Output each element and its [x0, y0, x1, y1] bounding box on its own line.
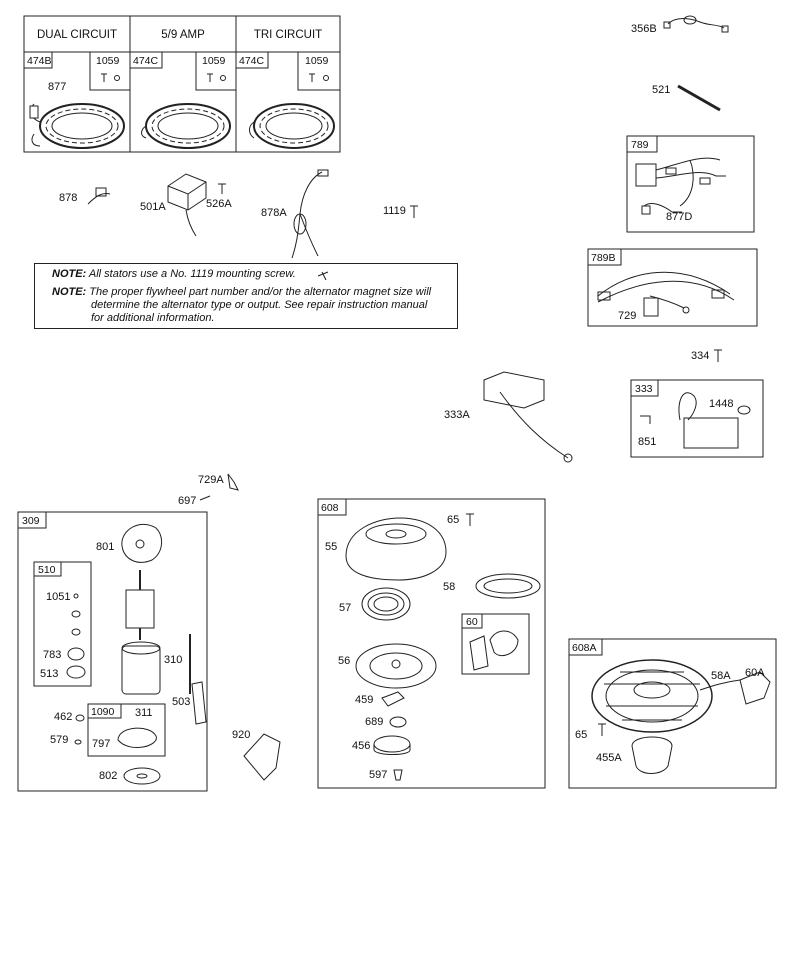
note-line-2: NOTE: The proper flywheel part number an…: [52, 286, 431, 299]
part-58[interactable]: 58: [443, 581, 456, 593]
note-text: The proper flywheel part number and/or t…: [89, 286, 432, 298]
part-455a[interactable]: 455A: [596, 752, 622, 764]
bracket-920-icon: [243, 733, 281, 781]
rectifier-501a-icon: [167, 173, 207, 237]
part-797[interactable]: 797: [92, 738, 111, 750]
part-334[interactable]: 334: [691, 350, 710, 362]
box-tag-1059: 1059: [305, 55, 329, 67]
note-line-3: determine the alternator type or output.…: [91, 299, 428, 311]
part-1119[interactable]: 1119: [383, 205, 406, 217]
part-729[interactable]: 729: [618, 310, 637, 322]
tube-521-icon: [677, 84, 721, 112]
part-783[interactable]: 783: [43, 649, 62, 661]
header-dual-circuit: DUAL CIRCUIT: [36, 29, 118, 41]
rewind-608a-frame: [568, 638, 777, 789]
box-tag-510: 510: [38, 564, 56, 576]
part-56[interactable]: 56: [338, 655, 351, 667]
box-tag-608a: 608A: [572, 642, 597, 654]
part-878a[interactable]: 878A: [261, 207, 287, 219]
part-597[interactable]: 597: [369, 769, 388, 781]
part-801[interactable]: 801: [96, 541, 115, 553]
screw-526a-icon: [218, 183, 226, 194]
part-878[interactable]: 878: [59, 192, 78, 204]
note-text: All stators use a No. 1119 mounting scre…: [88, 268, 296, 280]
part-57[interactable]: 57: [339, 602, 352, 614]
part-877d[interactable]: 877D: [666, 211, 693, 223]
box-tag-1059: 1059: [96, 55, 120, 67]
note-box: [34, 263, 458, 329]
part-689[interactable]: 689: [365, 716, 384, 728]
harness-789b-frame: [587, 248, 758, 327]
note-label: NOTE:: [52, 286, 87, 298]
part-333a[interactable]: 333A: [444, 409, 470, 421]
stator-dual-circuit-icon: [29, 103, 125, 149]
box-tag-1090: 1090: [91, 706, 115, 718]
part-802[interactable]: 802: [99, 770, 118, 782]
stator-5-9-amp-icon: [141, 103, 231, 149]
connector-878-icon: [87, 187, 111, 205]
part-920[interactable]: 920: [232, 729, 251, 741]
stator-group-frame: [23, 15, 341, 153]
part-65[interactable]: 65: [575, 729, 588, 741]
note-line-4: for additional information.: [91, 312, 215, 324]
wire-356b-icon: [663, 15, 729, 33]
part-521[interactable]: 521: [652, 84, 671, 96]
part-462[interactable]: 462: [54, 711, 73, 723]
part-311[interactable]: 311: [135, 707, 153, 719]
part-356b[interactable]: 356B: [631, 23, 657, 35]
part-729a[interactable]: 729A: [198, 474, 224, 486]
stator-tri-circuit-icon: [249, 103, 335, 149]
part-526a[interactable]: 526A: [206, 198, 232, 210]
starter-309-frame: [17, 511, 208, 792]
screw-1059-icons: [101, 73, 329, 82]
box-tag-789: 789: [631, 139, 649, 151]
part-459[interactable]: 459: [355, 694, 374, 706]
part-877[interactable]: 877: [48, 81, 67, 93]
box-tag-1059: 1059: [202, 55, 226, 67]
box-tag-608: 608: [321, 502, 339, 514]
part-58a[interactable]: 58A: [711, 670, 731, 682]
box-tag-333: 333: [635, 383, 653, 395]
part-1448[interactable]: 1448: [709, 398, 734, 410]
header-tri-circuit: TRI CIRCUIT: [253, 29, 323, 41]
screw-1119-icon: [410, 205, 418, 218]
part-503[interactable]: 503: [172, 696, 191, 708]
box-tag-789b: 789B: [591, 252, 616, 264]
part-65[interactable]: 65: [447, 514, 460, 526]
box-tag-474c: 474C: [133, 55, 159, 67]
part-697[interactable]: 697: [178, 495, 197, 507]
box-tag-474b: 474B: [27, 55, 52, 67]
lead-878a-icon: [291, 169, 329, 259]
note-line-1: NOTE: All stators use a No. 1119 mountin…: [52, 268, 296, 281]
part-60a[interactable]: 60A: [745, 667, 765, 679]
rewind-608-frame: [317, 498, 546, 789]
part-310[interactable]: 310: [164, 654, 183, 666]
armature-333-frame: [630, 379, 764, 458]
part-579[interactable]: 579: [50, 734, 69, 746]
harness-789-frame: [626, 135, 755, 233]
note-screw-icon: [317, 271, 329, 281]
box-tag-60: 60: [466, 616, 478, 628]
box-tag-474c: 474C: [239, 55, 265, 67]
armature-333a-icon: [483, 371, 573, 463]
note-label: NOTE:: [52, 268, 87, 280]
part-851[interactable]: 851: [638, 436, 657, 448]
screw-334-icon: [714, 349, 722, 362]
clip-729a-icon: [227, 473, 239, 491]
screw-697-icon: [199, 495, 211, 501]
part-513[interactable]: 513: [40, 668, 59, 680]
part-55[interactable]: 55: [325, 541, 338, 553]
header-5-9-amp: 5/9 AMP: [161, 29, 205, 41]
part-501a[interactable]: 501A: [140, 201, 166, 213]
part-1051[interactable]: 1051: [46, 591, 71, 603]
box-tag-309: 309: [22, 515, 40, 527]
part-456[interactable]: 456: [352, 740, 371, 752]
